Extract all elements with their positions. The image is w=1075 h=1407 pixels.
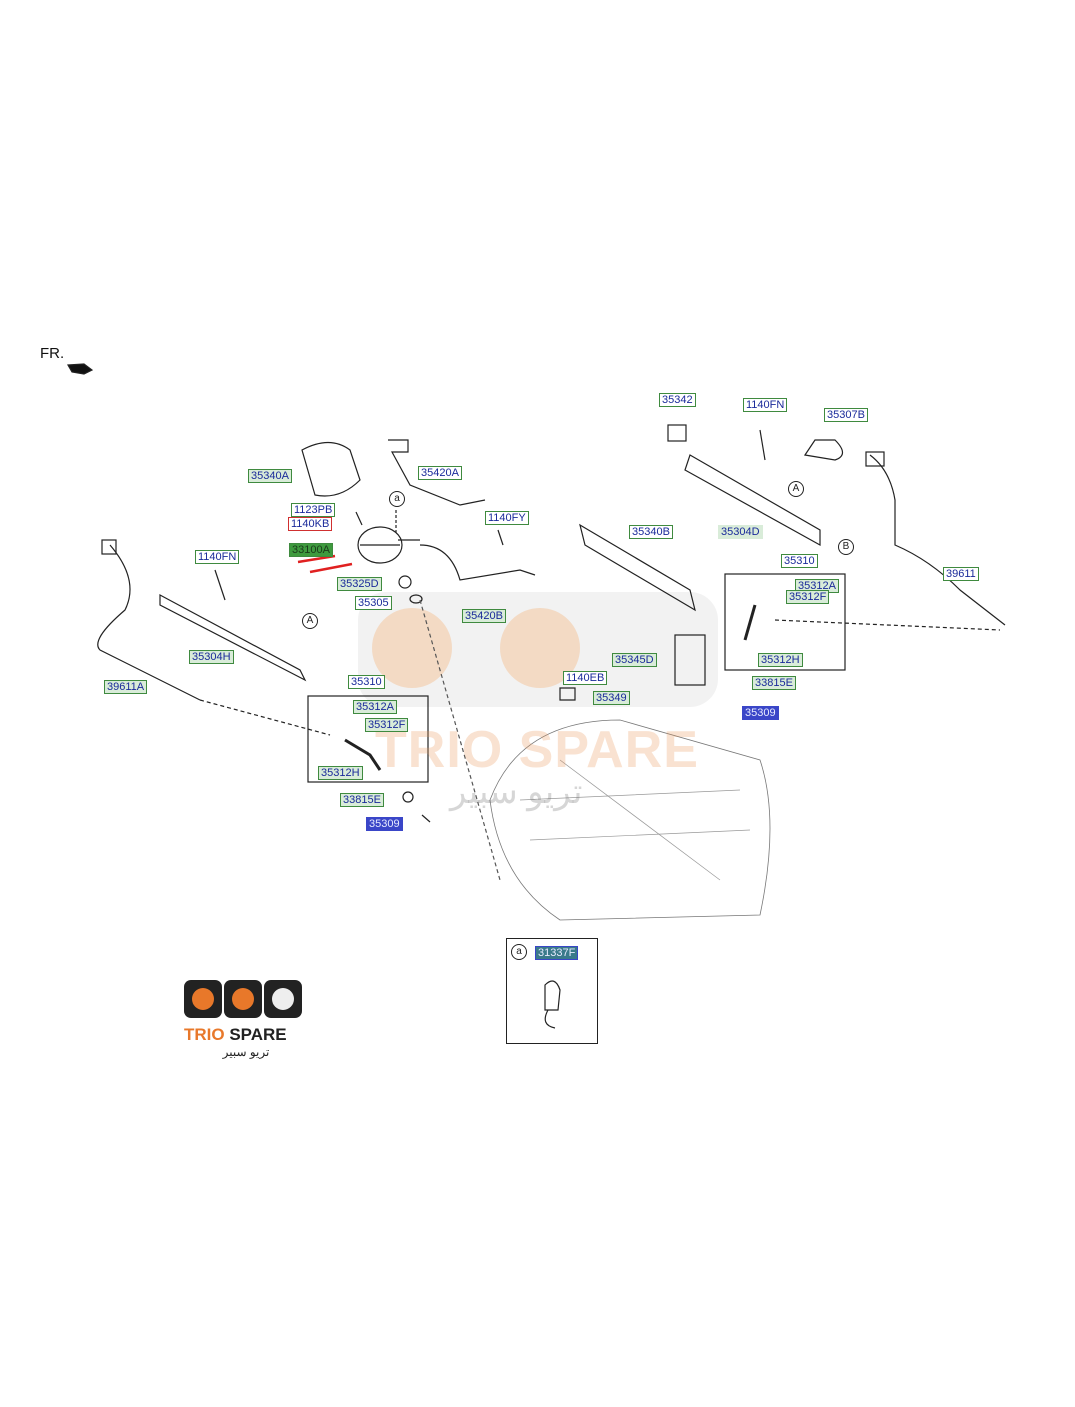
part-label[interactable]: 1140FN [743,398,788,412]
logo-brand-2: SPARE [224,1025,287,1044]
callout-marker-B: B [838,539,854,555]
part-label[interactable]: 35312H [758,653,803,667]
logo-brand-1: TRIO [184,1025,225,1044]
part-label[interactable]: 33815E [340,793,384,807]
part-label[interactable]: 39611 [943,567,979,581]
part-label[interactable]: 35312A [795,579,839,593]
part-label[interactable]: 39611A [104,680,148,694]
front-arrow-icon [67,363,94,375]
front-direction-label: FR. [40,345,65,362]
part-label[interactable]: 31337F [535,946,579,960]
gauge-icon [224,980,262,1018]
part-label[interactable]: 35309 [366,817,403,831]
part-label[interactable]: 33815E [752,676,796,690]
part-label[interactable]: 1140EB [563,671,608,685]
logo-arabic: تريو سبير [222,1045,270,1059]
part-label[interactable]: 35340A [248,469,292,483]
part-label-highlighted[interactable]: 1140KB [288,517,333,531]
part-label[interactable]: 35420A [418,466,462,480]
part-label[interactable]: 35304D [718,525,763,539]
part-label[interactable]: 35305 [355,596,392,610]
part-label[interactable]: 35349 [593,691,630,705]
trio-spare-logo: TRIO SPARE تريو سبير [184,980,308,1059]
part-label[interactable]: 35312A [353,700,397,714]
part-label[interactable]: 35309 [742,706,779,720]
watermark-text: TRIO SPARE [375,721,699,779]
part-label[interactable]: 35340B [629,525,673,539]
part-label[interactable]: 1140FY [485,511,529,525]
part-label[interactable]: 35310 [348,675,385,689]
callout-marker-A: A [302,613,318,629]
part-label-selected[interactable]: 33100A [289,543,333,557]
part-label[interactable]: 1140FN [195,550,240,564]
part-label[interactable]: 1123PB [291,503,336,517]
part-label[interactable]: 35312F [786,590,830,604]
part-label[interactable]: 35325D [337,577,382,591]
part-label[interactable]: 35307B [824,408,868,422]
part-label[interactable]: 35304H [189,650,234,664]
callout-marker-A: A [788,481,804,497]
part-label[interactable]: 35310 [781,554,818,568]
engine-icon [264,980,302,1018]
callout-marker-a: a [389,491,405,507]
part-label[interactable]: 35342 [659,393,696,407]
callout-marker-a: a [511,944,527,960]
speaker-icon [184,980,222,1018]
part-label[interactable]: 35420B [462,609,506,623]
detail-inset-a: a 31337F [506,938,598,1044]
part-label[interactable]: 35312H [318,766,363,780]
part-label[interactable]: 35345D [612,653,657,667]
watermark-arabic: تريو سبير [450,773,583,811]
part-label[interactable]: 35312F [365,718,409,732]
